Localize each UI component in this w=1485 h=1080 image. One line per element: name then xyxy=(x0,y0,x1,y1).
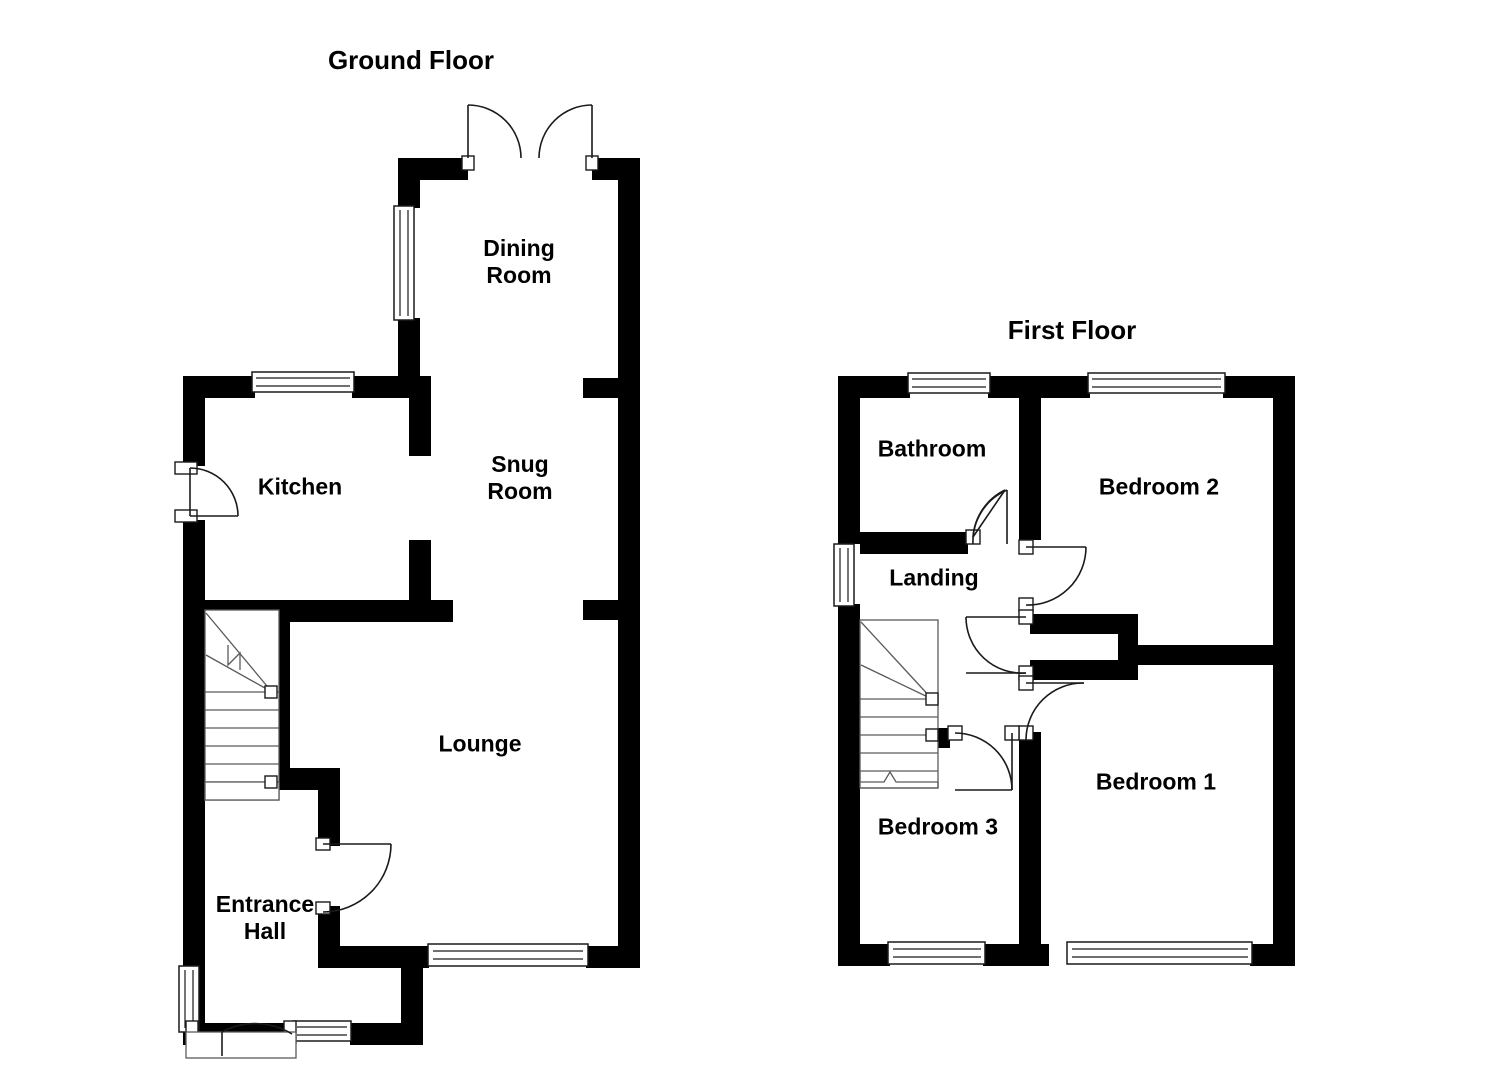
first-floor-windows xyxy=(833,372,1253,965)
room-label-bathroom: Bathroom xyxy=(877,435,987,462)
window-lounge-front xyxy=(427,943,589,967)
window-hall-side xyxy=(178,965,200,1033)
door-kitchen-side xyxy=(174,461,239,523)
door-bedroom-2 xyxy=(1018,539,1087,613)
ground-floor-title: Ground Floor xyxy=(327,45,495,75)
room-label-landing: Landing xyxy=(889,564,979,591)
window-landing-side xyxy=(833,543,855,607)
door-bedroom-3 xyxy=(947,725,1020,791)
window-bedroom-3 xyxy=(887,941,986,965)
room-label-kitchen: Kitchen xyxy=(257,473,343,500)
room-label-bedroom-3: Bedroom 3 xyxy=(877,813,999,840)
room-label-lounge: Lounge xyxy=(438,730,522,757)
room-label-bedroom-1: Bedroom 1 xyxy=(1095,768,1217,795)
ground-floor-windows xyxy=(178,205,589,1042)
ground-floor-doors xyxy=(174,104,599,1059)
ground-floor-staircase xyxy=(204,609,280,801)
first-floor-staircase xyxy=(859,619,939,789)
first-floor-doors xyxy=(947,489,1087,791)
door-hall-lounge xyxy=(315,837,392,915)
ground-floor-walls xyxy=(183,158,640,1045)
room-label-bedroom-2: Bedroom 2 xyxy=(1098,473,1220,500)
window-kitchen-rear xyxy=(251,371,355,393)
door-french-dining xyxy=(461,104,599,171)
door-airing-cupboard xyxy=(965,609,1034,681)
window-bedroom-2 xyxy=(1087,372,1226,394)
door-front-entrance xyxy=(185,1020,297,1059)
first-floor-title: First Floor xyxy=(1007,315,1137,345)
door-bedroom-1 xyxy=(1018,675,1085,741)
door-bathroom xyxy=(965,489,1008,545)
window-dining-left xyxy=(393,205,415,321)
window-bedroom-1 xyxy=(1066,941,1253,965)
window-bathroom xyxy=(907,372,991,394)
